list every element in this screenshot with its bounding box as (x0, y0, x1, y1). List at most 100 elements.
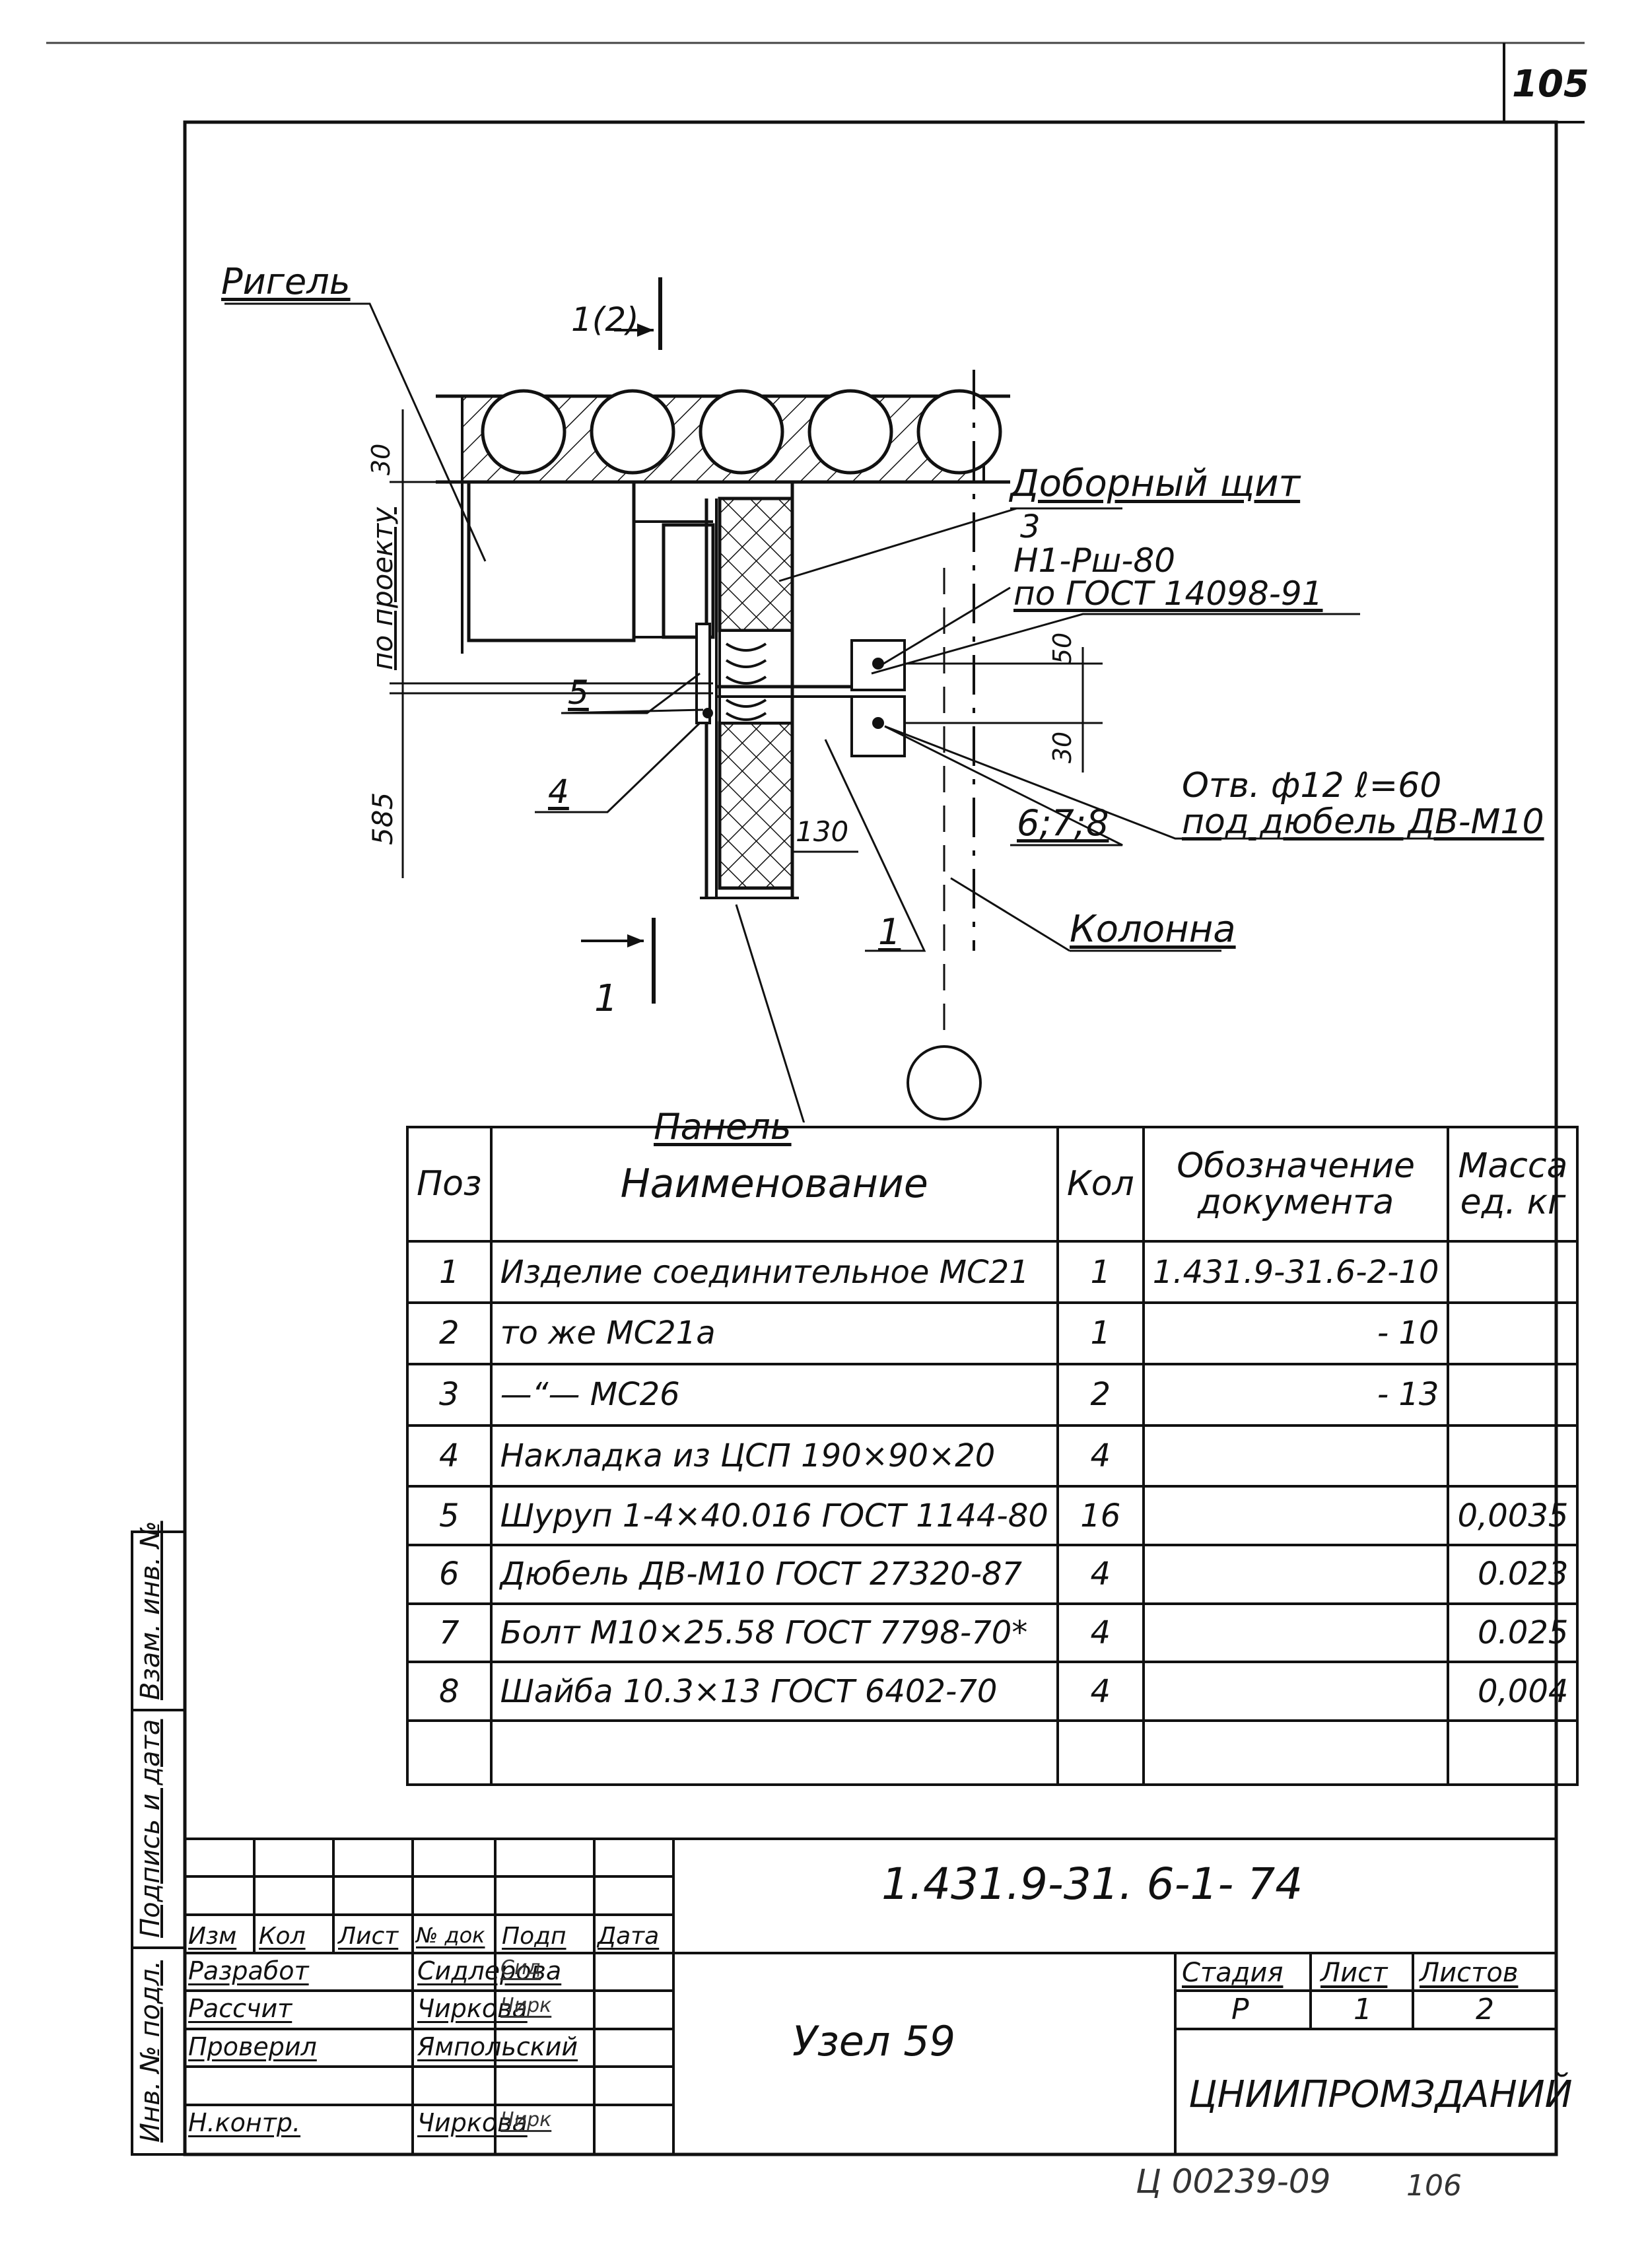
spec-cell-oboz (1142, 1602, 1450, 1664)
tb-sign: Сид (500, 1956, 541, 1979)
col-kol: Кол (259, 1923, 306, 1950)
node-drawing (224, 277, 1538, 1122)
label-bolt: Н1-Рш-80 (1013, 541, 1176, 580)
label-pos-678: 6;7;8 (1017, 802, 1109, 844)
doc-code: 1.431.9-31. 6-1- 74 (881, 1859, 1303, 1909)
section-mark-top: 1(2) (571, 300, 639, 339)
header-mass: Масса ед. кг (1447, 1125, 1579, 1243)
spec-cell-mass (1447, 1424, 1579, 1488)
stadiya-value: Р (1231, 1993, 1249, 2026)
page-number: 105 (1512, 63, 1589, 106)
header-kol: Кол (1056, 1125, 1145, 1243)
spec-cell-name: Шайба 10.3×13 ГОСТ 6402-70 (489, 1661, 1059, 1723)
col-izm: Изм (188, 1923, 237, 1950)
tb-name: Ямпольский (417, 2032, 578, 2061)
spec-cell-mass: 0.025 (1447, 1602, 1579, 1664)
spec-cell-kol: 4 (1056, 1661, 1145, 1723)
section-mark-bottom: 1 (594, 977, 618, 1020)
spec-cell-kol: 4 (1056, 1602, 1145, 1664)
tb-role: Рассчит (188, 1994, 292, 2023)
spec-cell-mass (1447, 1719, 1579, 1786)
spec-cell-mass: 0.023 (1447, 1544, 1579, 1605)
specification-table: Поз Наименование Кол Обозначение докумен… (406, 1125, 1579, 1786)
column-connection (716, 370, 982, 1120)
spec-cell-name: Дюбель ДВ-М10 ГОСТ 27320-87 (489, 1544, 1059, 1605)
spec-cell-name: Накладка из ЦСП 190×90×20 (489, 1424, 1059, 1488)
label-pos-5: 5 (568, 673, 589, 712)
leader-lines (224, 302, 1538, 1122)
listov-label: Листов (1420, 1958, 1519, 1988)
spec-cell-kol: 16 (1056, 1485, 1145, 1547)
tb-role: Проверил (188, 2032, 317, 2061)
spec-header-row: Поз Наименование Кол Обозначение докумен… (406, 1125, 1579, 1243)
dimension-lines (390, 409, 1103, 878)
spec-cell-mass (1447, 1240, 1579, 1305)
label-dyubel: под дюбель ДВ-М10 (1182, 802, 1544, 842)
header-name-text: Наименование (620, 1161, 928, 1208)
spec-cell-poz: 7 (406, 1602, 493, 1664)
spec-cell-kol (1056, 1719, 1145, 1786)
header-name: Наименование (489, 1125, 1059, 1243)
spec-cell-kol: 2 (1056, 1362, 1145, 1427)
label-gost-bolt: по ГОСТ 14098-91 (1013, 574, 1323, 613)
label-rigel: Ригель (221, 261, 351, 302)
bottom-page: 106 (1406, 2169, 1462, 2203)
label-pos-1: 1 (878, 911, 901, 953)
listov-value: 2 (1476, 1993, 1494, 2026)
spec-cell-poz: 5 (406, 1485, 493, 1547)
spec-cell-mass: 0,004 (1447, 1661, 1579, 1723)
tb-name: Чиркова (417, 2108, 528, 2137)
label-pos-4: 4 (548, 773, 569, 811)
spec-cell-poz: 4 (406, 1424, 493, 1488)
wall-panel (695, 482, 799, 899)
spec-cell-oboz (1142, 1661, 1450, 1723)
spec-cell-oboz (1142, 1719, 1450, 1786)
spec-cell-poz: 1 (406, 1240, 493, 1305)
label-otverstie: Отв. ф12 ℓ=60 (1182, 766, 1442, 806)
dim-130: 130 (796, 815, 849, 848)
organization: ЦНИИПРОМЗДАНИЙ (1188, 2073, 1573, 2116)
drawing-title: Узел 59 (792, 2017, 956, 2065)
spec-cell-kol: 4 (1056, 1424, 1145, 1488)
spec-cell-kol: 1 (1056, 1240, 1145, 1305)
spec-cell-poz: 3 (406, 1362, 493, 1427)
spec-cell-name: Изделие соединительное МС21 (489, 1240, 1059, 1305)
spec-cell-poz: 8 (406, 1661, 493, 1723)
stadiya-label: Стадия (1182, 1958, 1284, 1988)
section-marks (581, 277, 662, 1004)
col-data: Дата (598, 1923, 660, 1950)
rigel-beam (461, 480, 715, 654)
list-value: 1 (1354, 1993, 1372, 2026)
spec-cell-mass (1447, 1362, 1579, 1427)
spec-cell-name (489, 1719, 1059, 1786)
spec-cell-name: Болт М10×25.58 ГОСТ 7798-70* (489, 1602, 1059, 1664)
bottom-code: Ц 00239-09 (1136, 2162, 1331, 2201)
spec-cell-oboz: 1.431.9-31.6-2-10 (1142, 1240, 1450, 1305)
tb-role: Н.контр. (188, 2108, 301, 2137)
spec-cell-oboz: - 13 (1142, 1362, 1450, 1427)
spec-cell-poz: 6 (406, 1544, 493, 1605)
tb-sign: Чирк (500, 2108, 552, 2131)
spec-cell-name: то же МС21а (489, 1301, 1059, 1365)
list-label: Лист (1320, 1958, 1388, 1988)
spec-cell-kol: 1 (1056, 1301, 1145, 1365)
spec-cell-mass: 0,0035 (1447, 1485, 1579, 1547)
spec-cell-oboz (1142, 1485, 1450, 1547)
header-mass-2: ед. кг (1460, 1182, 1566, 1222)
spec-cell-poz (406, 1719, 493, 1786)
spec-cell-poz: 2 (406, 1301, 493, 1365)
tb-sign: Чирк (500, 1994, 552, 2017)
spec-row (406, 1719, 1579, 1786)
tb-role: Разработ (188, 1956, 309, 1985)
label-kolonna: Колонна (1070, 908, 1236, 951)
label-dobornyi-shchit: Доборный щит (1010, 462, 1301, 505)
